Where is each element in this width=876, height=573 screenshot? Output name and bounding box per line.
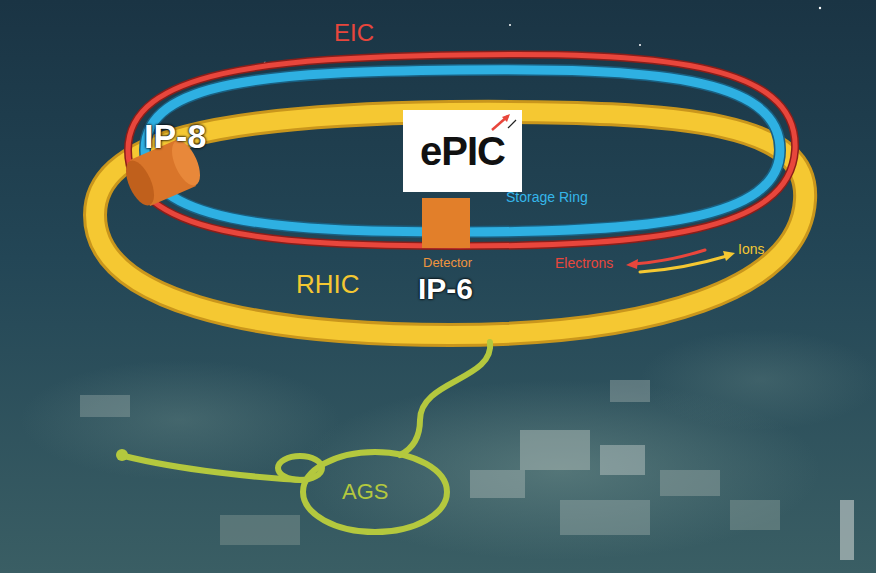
- part-name: Detector: [423, 256, 472, 270]
- ring-name: AGS: [342, 480, 388, 504]
- ring-name: RHIC: [296, 270, 360, 299]
- logo-text: ePIC: [420, 129, 505, 174]
- electron-arrowhead: [626, 259, 638, 269]
- interaction-point: IP-6: [418, 272, 473, 305]
- site-texture: [20, 7, 876, 560]
- interaction-point: IP-8: [144, 118, 206, 155]
- ion-source-dot: [116, 449, 128, 461]
- beam-name: Ions: [738, 242, 764, 257]
- beam-arrows: [634, 250, 727, 272]
- ion-arrowhead: [723, 251, 735, 261]
- ring-name: Storage Ring: [506, 190, 588, 205]
- detector-box: [422, 198, 470, 248]
- ags-injector: [124, 342, 490, 532]
- logo-box: ePIC: [403, 110, 522, 192]
- beam-name: Electrons: [555, 256, 613, 271]
- ring-name: EIC: [334, 20, 374, 46]
